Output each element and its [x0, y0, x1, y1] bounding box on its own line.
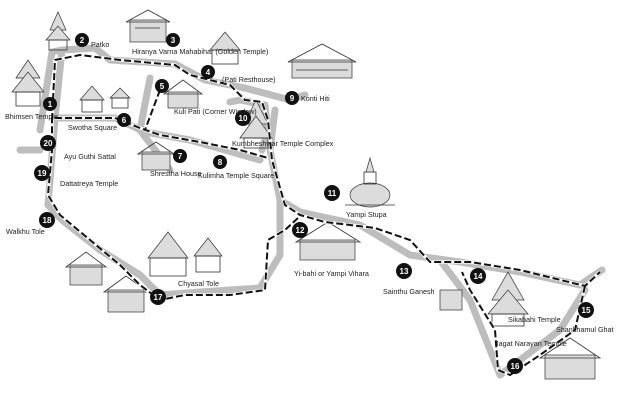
- house-sketch-icon: [136, 141, 176, 171]
- svg-text:17: 17: [154, 293, 163, 302]
- svg-text:20: 20: [44, 139, 53, 148]
- temple-sketch-icon: [11, 59, 45, 107]
- marker-18: 18: [39, 212, 55, 228]
- temple-sketch-icon: [45, 11, 71, 51]
- label-sainthu-ganesh: Sainthu Ganesh: [383, 287, 435, 296]
- label-walkhu-tole: Walkhu Tole: [6, 227, 45, 236]
- temple-sketch-icon: [487, 271, 529, 327]
- svg-text:10: 10: [239, 114, 248, 123]
- label-patko: Patko: [91, 40, 109, 49]
- svg-text:4: 4: [206, 68, 211, 77]
- label-yampi-stupa: Yampi Stupa: [346, 210, 387, 219]
- svg-text:3: 3: [171, 36, 176, 45]
- place-labels: Bhimsen Temple Patko Hiranya Varna Mahab…: [5, 40, 614, 348]
- svg-text:11: 11: [328, 189, 337, 198]
- svg-text:6: 6: [122, 116, 127, 125]
- marker-2: 2: [75, 33, 89, 47]
- temple-sketch-icon: [209, 31, 241, 65]
- temple-sketch-icon: [79, 85, 131, 113]
- marker-19: 19: [34, 165, 50, 181]
- marker-10: 10: [235, 110, 251, 126]
- label-kumbheshwar: Kumbheshwar Temple Complex: [232, 139, 334, 148]
- label-golden-temple: Hiranya Varna Mahabihar (Golden Temple): [132, 47, 268, 56]
- marker-13: 13: [396, 263, 412, 279]
- marker-12: 12: [292, 222, 308, 238]
- house-sketch-icon: [64, 251, 150, 313]
- svg-text:16: 16: [511, 362, 520, 371]
- temple-sketch-icon: [125, 9, 171, 43]
- house-sketch-icon: [162, 79, 204, 109]
- temple-sketch-icon: [294, 221, 362, 261]
- marker-9: 9: [285, 91, 299, 105]
- svg-text:8: 8: [218, 158, 223, 167]
- walking-route: [46, 53, 602, 377]
- marker-5: 5: [155, 79, 169, 93]
- route-markers: 1 2 3 4 5 6 7 8: [34, 33, 594, 374]
- svg-text:13: 13: [400, 267, 409, 276]
- label-shrestha-house: Shrestha House: [150, 169, 202, 178]
- label-pati-resthouse: (Pati Resthouse): [222, 75, 276, 84]
- sketch-illustrations: [11, 9, 602, 380]
- label-dattatreya: Dattatreya Temple: [60, 179, 118, 188]
- svg-text:19: 19: [38, 169, 47, 178]
- svg-text:7: 7: [178, 152, 183, 161]
- marker-15: 15: [578, 302, 594, 318]
- marker-8: 8: [213, 155, 227, 169]
- marker-3: 3: [166, 33, 180, 47]
- marker-17: 17: [150, 289, 166, 305]
- svg-text:12: 12: [296, 226, 305, 235]
- label-kulimha-square: Kulimha Temple Square: [198, 171, 274, 180]
- label-corner-window: Kuli Pati (Corner Window): [174, 107, 257, 116]
- temple-sketch-icon: [147, 231, 223, 277]
- house-sketch-icon: [439, 289, 602, 380]
- svg-text:18: 18: [43, 216, 52, 225]
- marker-6: 6: [117, 113, 131, 127]
- label-chyasal-tole: Chyasal Tole: [178, 279, 219, 288]
- label-swotha-square: Swotha Square: [68, 123, 117, 132]
- marker-14: 14: [470, 268, 486, 284]
- temple-sketch-icon: [287, 43, 357, 79]
- label-bhimsen-temple: Bhimsen Temple: [5, 112, 58, 121]
- svg-text:15: 15: [582, 306, 591, 315]
- label-yi-bahi: Yi-bahi or Yampi Vihara: [294, 269, 369, 278]
- stupa-sketch-icon: [345, 156, 395, 208]
- svg-text:14: 14: [474, 272, 483, 281]
- label-shankhamul-ghat: Shankhamul Ghat: [556, 325, 614, 334]
- svg-text:9: 9: [290, 94, 295, 103]
- marker-20: 20: [40, 135, 56, 151]
- svg-text:2: 2: [80, 36, 85, 45]
- svg-text:5: 5: [160, 82, 165, 91]
- label-ayu-guthi: Ayu Guthi Sattal: [64, 152, 116, 161]
- label-sikabahi-temple: Sikabahi Temple: [508, 315, 561, 324]
- marker-7: 7: [173, 149, 187, 163]
- marker-1: 1: [43, 97, 57, 111]
- label-jagat-narayan: Jagat Narayan Temple: [495, 339, 567, 348]
- marker-11: 11: [324, 185, 340, 201]
- label-konti-hiti: Konti Hiti: [301, 94, 330, 103]
- svg-text:1: 1: [48, 100, 53, 109]
- marker-16: 16: [507, 358, 523, 374]
- marker-4: 4: [201, 65, 215, 79]
